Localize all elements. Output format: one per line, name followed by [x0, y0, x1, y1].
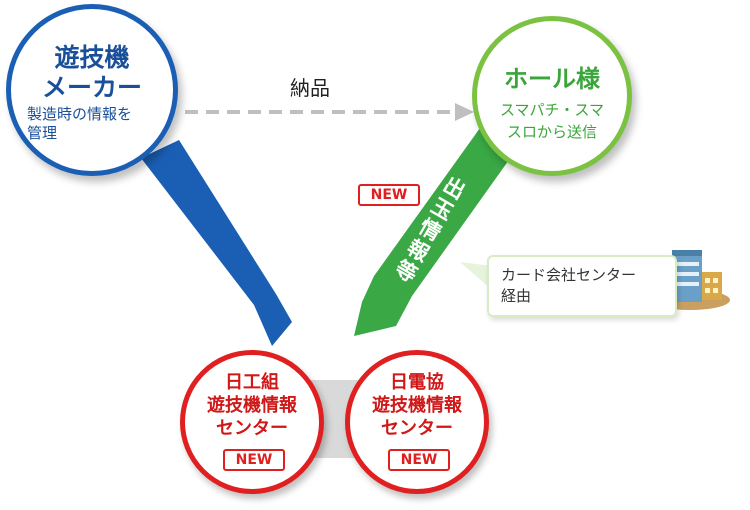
delivery-label: 納品 [290, 76, 330, 100]
nichiden-line2: 遊技機情報 [372, 395, 462, 416]
hall-title: ホール様 [504, 65, 600, 93]
nikkou-line1: 日工組 [225, 372, 279, 393]
maker-subtitle: 製造時の情報を 管理 [19, 105, 169, 143]
nichiden-line1: 日電協 [390, 372, 444, 393]
nikkou-new-badge: NEW [223, 449, 285, 471]
maker-title-line1: 遊技機 [54, 43, 130, 72]
nichiden-new-badge: NEW [388, 449, 450, 471]
nikkou-line3: センター [216, 418, 288, 439]
history-arrow [141, 140, 292, 346]
card-center-line2: 経由 [501, 287, 532, 305]
nichiden-center-circle: 日電協 遊技機情報 センター NEW [345, 350, 489, 494]
hall-circle: ホール様 スマパチ・スマ スロから送信 [472, 16, 632, 176]
maker-title: 遊技機 メーカー [11, 43, 173, 103]
nikkou-title: 日工組 遊技機情報 センター [185, 371, 319, 440]
nichiden-line3: センター [381, 418, 453, 439]
maker-circle: 遊技機 メーカー 製造時の情報を 管理 [6, 4, 178, 176]
maker-sub-line1: 製造時の情報を [27, 105, 133, 123]
maker-title-line2: メーカー [41, 73, 142, 102]
maker-sub-line2: 管理 [27, 124, 58, 142]
hall-sub-line1: スマパチ・スマ [499, 101, 605, 119]
hall-subtitle: スマパチ・スマ スロから送信 [477, 99, 627, 143]
nikkou-line2: 遊技機情報 [207, 395, 297, 416]
delivery-arrowhead [455, 103, 474, 121]
card-center-line1: カード会社センター [501, 266, 637, 284]
nikkou-center-circle: 日工組 遊技機情報 センター NEW [180, 350, 324, 494]
new-badge: NEW [358, 184, 420, 206]
card-box-pointer [460, 262, 492, 290]
hall-sub-line2: スロから送信 [506, 123, 597, 141]
output-arrow [354, 128, 516, 336]
card-center-callout: カード会社センター 経由 [487, 255, 677, 317]
nichiden-title: 日電協 遊技機情報 センター [350, 371, 484, 440]
